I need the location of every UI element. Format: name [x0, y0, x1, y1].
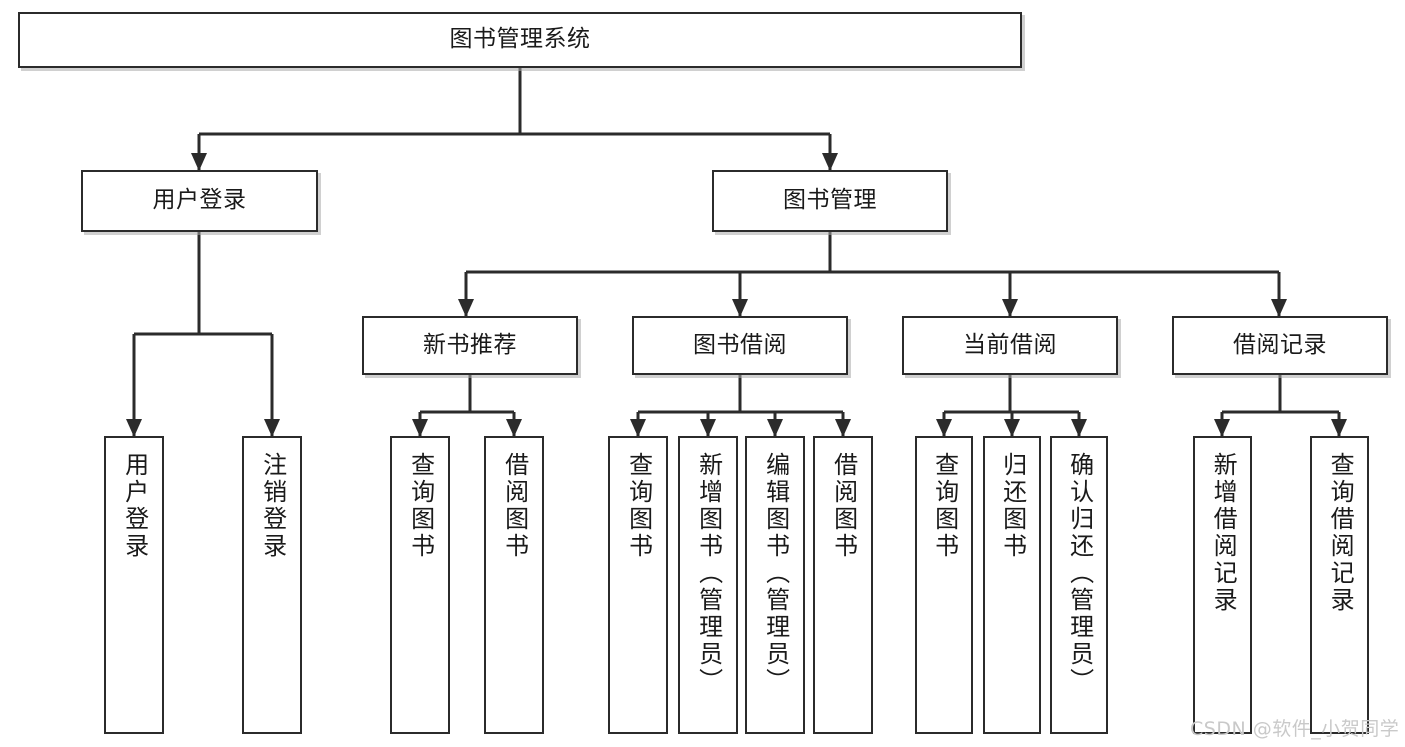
node-label: 归还图书: [998, 452, 1027, 560]
arrow-head-icon: [506, 419, 522, 437]
node-label: 查询图书: [406, 452, 435, 560]
node-current-borrow[interactable]: 当前借阅: [902, 316, 1118, 375]
arrow-head-icon: [700, 419, 716, 437]
node-leaf-query-book-1[interactable]: 查询图书: [390, 436, 450, 734]
node-leaf-return-book[interactable]: 归还图书: [983, 436, 1041, 734]
node-label: 查询图书: [624, 452, 653, 560]
arrow-head-icon: [264, 419, 280, 437]
arrow-head-icon: [822, 153, 838, 171]
node-new-book-rec[interactable]: 新书推荐: [362, 316, 578, 375]
arrow-head-icon: [732, 299, 748, 317]
csdn-watermark: CSDN @软件_小贺同学: [1190, 718, 1400, 740]
arrow-head-icon: [1071, 419, 1087, 437]
node-label: 查询图书: [930, 452, 959, 560]
node-label: 借阅记录: [1233, 331, 1327, 358]
node-leaf-edit-book[interactable]: 编辑图书（管理员）: [745, 436, 805, 734]
node-label: 确认归还（管理员）: [1065, 452, 1094, 695]
node-label: 借阅图书: [500, 452, 529, 560]
arrow-head-icon: [630, 419, 646, 437]
node-label: 当前借阅: [963, 331, 1057, 358]
arrow-head-icon: [1331, 419, 1347, 437]
node-label: 借阅图书: [829, 452, 858, 560]
node-label: 新增图书（管理员）: [694, 452, 723, 695]
node-borrow-record[interactable]: 借阅记录: [1172, 316, 1388, 375]
node-label: 用户登录: [152, 187, 247, 214]
node-leaf-confirm-return[interactable]: 确认归还（管理员）: [1050, 436, 1108, 734]
arrow-head-icon: [1271, 299, 1287, 317]
arrow-head-icon: [1214, 419, 1230, 437]
arrow-head-icon: [191, 153, 207, 171]
node-user-login[interactable]: 用户登录: [81, 170, 318, 232]
node-label: 注销登录: [258, 452, 287, 560]
arrow-head-icon: [458, 299, 474, 317]
node-leaf-query-book-3[interactable]: 查询图书: [915, 436, 973, 734]
node-label: 用户登录: [120, 452, 149, 560]
node-label: 图书管理: [783, 187, 877, 214]
node-label: 新增借阅记录: [1209, 452, 1238, 614]
node-leaf-logout[interactable]: 注销登录: [242, 436, 302, 734]
node-leaf-borrow-book-1[interactable]: 借阅图书: [484, 436, 544, 734]
arrow-head-icon: [767, 419, 783, 437]
node-label: 编辑图书（管理员）: [761, 452, 790, 695]
arrow-head-icon: [1002, 299, 1018, 317]
node-leaf-user-login[interactable]: 用户登录: [104, 436, 164, 734]
arrow-head-icon: [412, 419, 428, 437]
arrow-head-icon: [835, 419, 851, 437]
node-label: 图书管理系统: [449, 26, 591, 53]
arrow-head-icon: [126, 419, 142, 437]
node-label: 图书借阅: [693, 331, 787, 358]
node-label: 新书推荐: [423, 331, 517, 358]
node-leaf-query-book-2[interactable]: 查询图书: [608, 436, 668, 734]
node-leaf-add-book[interactable]: 新增图书（管理员）: [678, 436, 738, 734]
node-leaf-borrow-book-2[interactable]: 借阅图书: [813, 436, 873, 734]
node-leaf-add-record[interactable]: 新增借阅记录: [1193, 436, 1252, 734]
arrow-head-icon: [936, 419, 952, 437]
node-root[interactable]: 图书管理系统: [18, 12, 1022, 68]
node-leaf-query-record[interactable]: 查询借阅记录: [1310, 436, 1369, 734]
node-book-manage[interactable]: 图书管理: [712, 170, 948, 232]
arrow-head-icon: [1004, 419, 1020, 437]
node-book-borrow[interactable]: 图书借阅: [632, 316, 848, 375]
node-label: 查询借阅记录: [1326, 452, 1355, 614]
